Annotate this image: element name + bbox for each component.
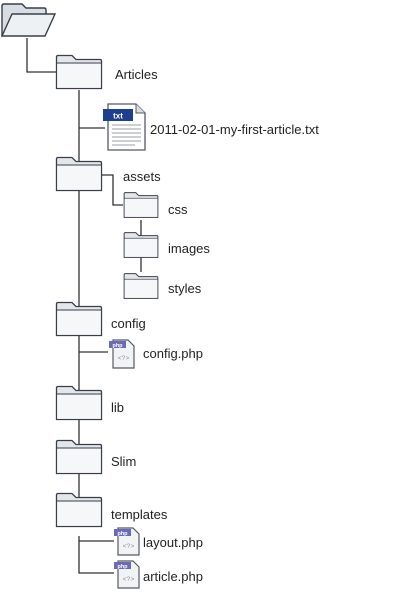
connector-templates-trunk (78, 536, 114, 574)
php-file-icon: php <?> (109, 339, 135, 369)
folder-icon-slim (55, 439, 103, 475)
file-label-article-txt: 2011-02-01-my-first-article.txt (150, 122, 319, 137)
svg-text:php: php (117, 564, 128, 570)
folder-icon-images (123, 232, 159, 258)
folder-label-css: css (168, 202, 188, 217)
file-label-layout-php: layout.php (143, 535, 203, 550)
svg-text:<?>: <?> (118, 355, 130, 362)
folder-label-lib: lib (111, 400, 125, 415)
folder-icon-lib (55, 385, 103, 421)
php-file-icon: php <?> (114, 527, 140, 556)
folder-label-articles: Articles (115, 67, 158, 82)
text-file-icon: txt (103, 103, 146, 151)
folder-icon-styles (123, 273, 159, 299)
folder-icon-css (123, 192, 159, 218)
php-file-icon: php <?> (114, 560, 140, 589)
folder-icon-config (55, 301, 103, 337)
svg-text:php: php (117, 531, 128, 537)
svg-text:php: php (112, 343, 123, 349)
svg-text:<?>: <?> (123, 576, 135, 583)
file-label-article-php: article.php (143, 569, 203, 584)
svg-text:<?>: <?> (123, 543, 135, 550)
folder-icon-assets (55, 156, 103, 192)
folder-label-templates: templates (111, 507, 168, 522)
folder-label-assets: assets (123, 169, 161, 184)
connector-root-articles (26, 38, 56, 73)
folder-label-slim: Slim (111, 454, 137, 469)
svg-text:txt: txt (113, 112, 123, 121)
connector-css (102, 174, 123, 206)
folder-icon-articles (55, 54, 103, 90)
folder-icon-templates (55, 492, 103, 528)
folder-label-images: images (168, 241, 210, 256)
open-folder-icon (0, 3, 57, 37)
file-label-config-php: config.php (143, 346, 203, 361)
folder-label-config: config (111, 316, 146, 331)
folder-label-styles: styles (168, 281, 202, 296)
